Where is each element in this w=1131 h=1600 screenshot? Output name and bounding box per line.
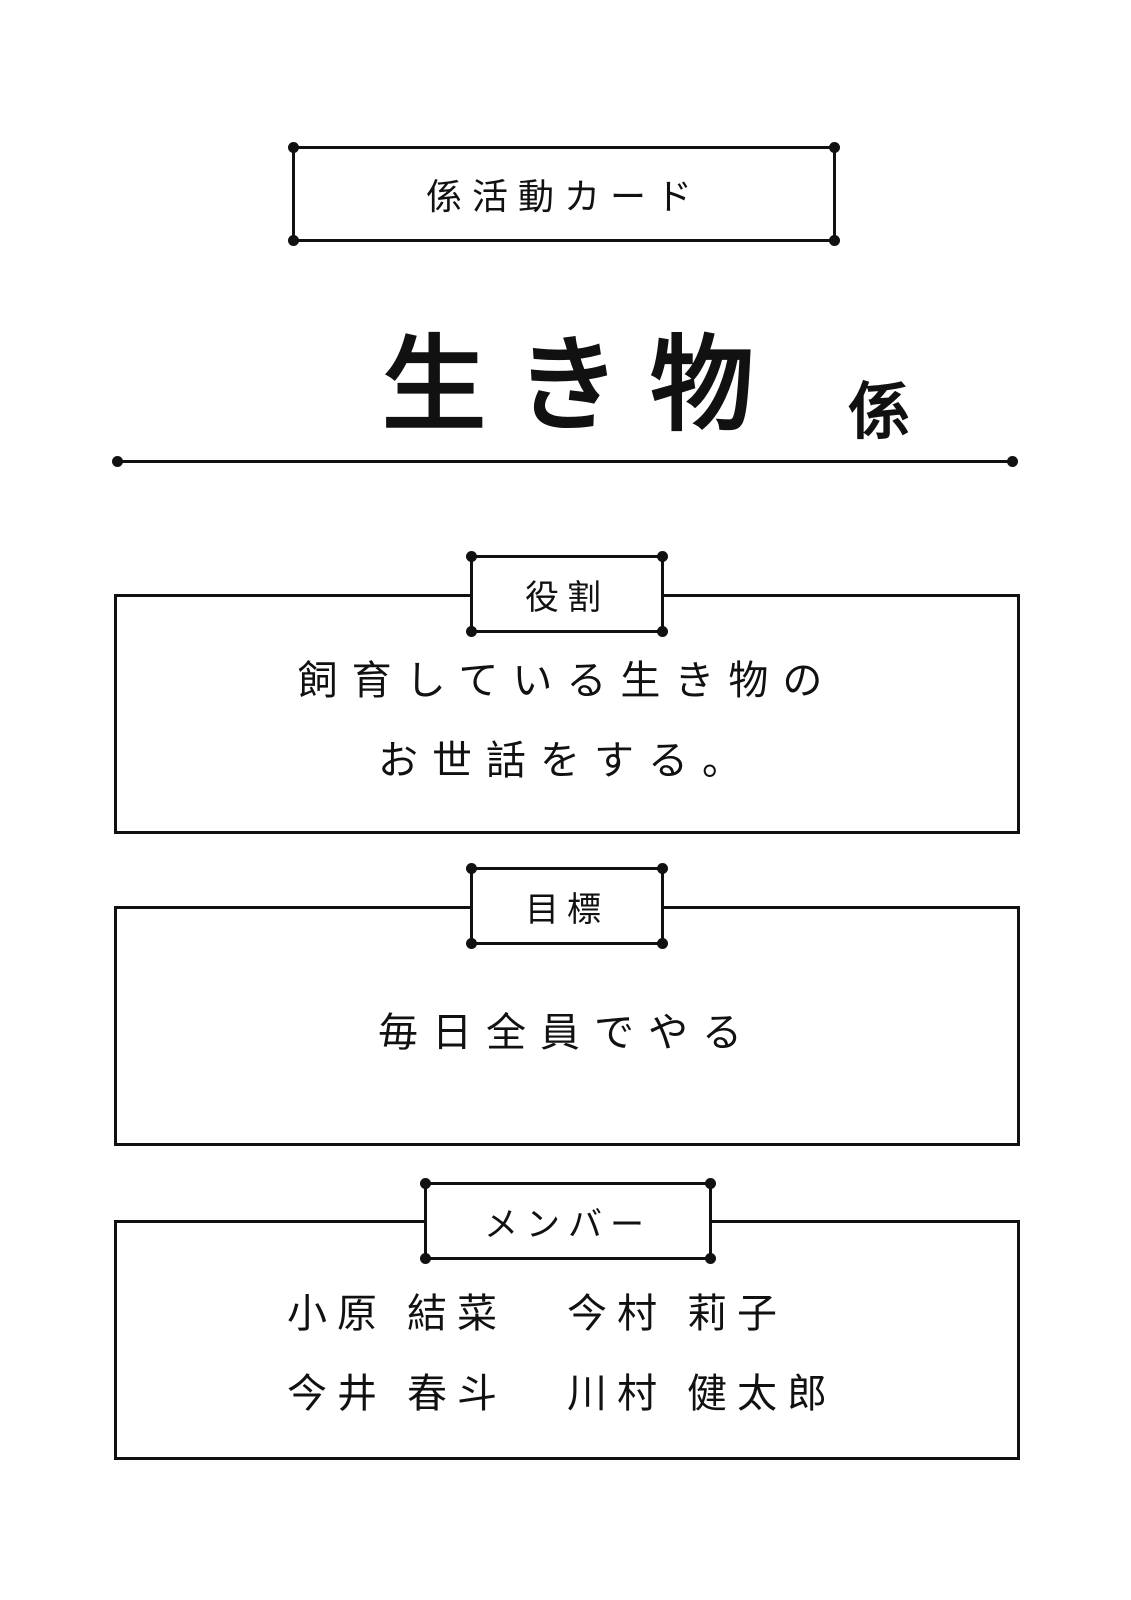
corner-dot-icon [466, 551, 477, 562]
title-area: 生き物 係 [0, 320, 1131, 460]
card-label-frame: 係活動カード [288, 142, 840, 246]
goal-line-1: 毎日全員でやる [378, 1010, 756, 1056]
corner-dot-icon [466, 626, 477, 637]
goal-label: 目標 [525, 889, 609, 930]
member-list: 小原結菜 今村莉子 今井春斗 川村健太郎 [287, 1260, 847, 1434]
member-family-name: 今井 [287, 1371, 387, 1417]
line-end-dot-icon [112, 456, 123, 467]
corner-dot-icon [657, 626, 668, 637]
member-name: 今村莉子 [567, 1274, 847, 1354]
corner-dot-icon [420, 1178, 431, 1189]
role-line-2: お世話をする。 [378, 738, 756, 784]
member-given-name: 結菜 [407, 1291, 507, 1337]
corner-dot-icon [705, 1178, 716, 1189]
corner-dot-icon [829, 235, 840, 246]
member-name: 小原結菜 [287, 1274, 567, 1354]
member-name: 川村健太郎 [567, 1354, 847, 1434]
goal-section-body: 毎日全員でやる [117, 909, 1017, 1143]
member-family-name: 川村 [567, 1371, 667, 1417]
role-label-frame: 役割 [466, 551, 668, 637]
members-section-body: 小原結菜 今村莉子 今井春斗 川村健太郎 [117, 1223, 1017, 1457]
members-label: メンバー [484, 1204, 652, 1245]
page-title-suffix: 係 [848, 375, 911, 448]
goal-label-frame: 目標 [466, 863, 668, 949]
role-section-body: 飼育している生き物の お世話をする。 [117, 597, 1017, 831]
corner-dot-icon [288, 142, 299, 153]
member-family-name: 小原 [287, 1291, 387, 1337]
member-given-name: 莉子 [687, 1291, 787, 1337]
card-label: 係活動カード [425, 177, 702, 218]
corner-dot-icon [657, 938, 668, 949]
member-given-name: 春斗 [407, 1371, 507, 1417]
corner-dot-icon [657, 551, 668, 562]
corner-dot-icon [705, 1253, 716, 1264]
page-title: 生き物 [382, 324, 785, 446]
members-label-frame: メンバー [420, 1178, 716, 1264]
corner-dot-icon [420, 1253, 431, 1264]
corner-dot-icon [829, 142, 840, 153]
corner-dot-icon [466, 938, 477, 949]
title-underline [112, 456, 1018, 467]
role-section-box: 飼育している生き物の お世話をする。 [114, 594, 1020, 834]
corner-dot-icon [288, 235, 299, 246]
member-name: 今井春斗 [287, 1354, 567, 1434]
role-label: 役割 [525, 577, 609, 618]
corner-dot-icon [466, 863, 477, 874]
member-given-name: 健太郎 [687, 1371, 837, 1417]
members-section-box: 小原結菜 今村莉子 今井春斗 川村健太郎 [114, 1220, 1020, 1460]
goal-section-box: 毎日全員でやる [114, 906, 1020, 1146]
role-line-1: 飼育している生き物の [297, 658, 837, 704]
line-end-dot-icon [1007, 456, 1018, 467]
corner-dot-icon [657, 863, 668, 874]
member-family-name: 今村 [567, 1291, 667, 1337]
